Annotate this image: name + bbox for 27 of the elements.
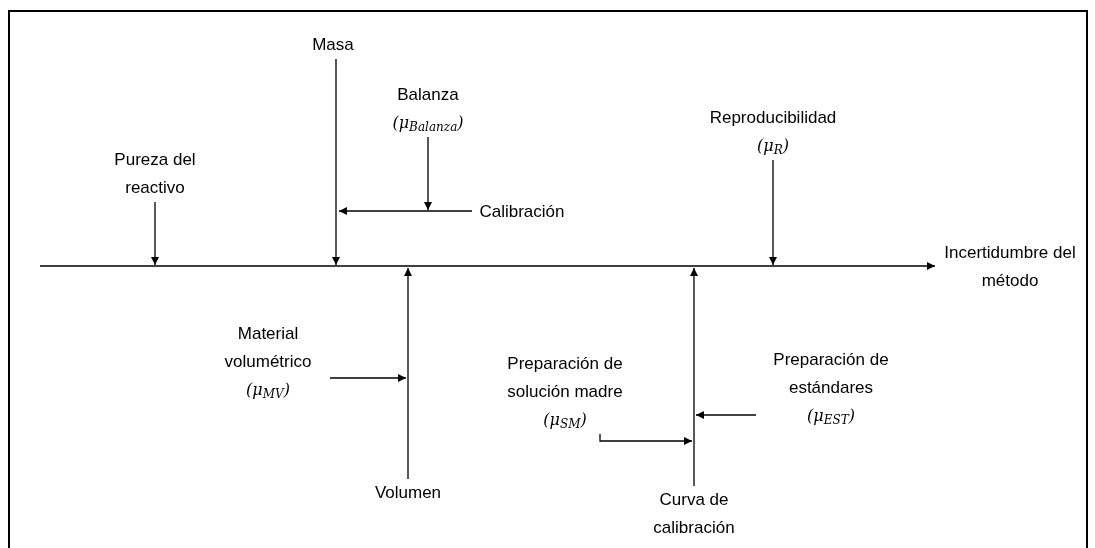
cause-label: Curva de calibración	[652, 489, 736, 539]
branch-arrow	[151, 201, 159, 266]
branch-arrow	[599, 433, 693, 445]
uncertainty-symbol: (μ$_{MV}$)	[246, 379, 290, 403]
branch-arrow	[424, 136, 432, 211]
cause-label: Pureza del reactivo	[113, 149, 197, 199]
cause-label: Volumen	[374, 482, 442, 504]
branch-arrow	[695, 411, 757, 419]
cause-label: Balanza	[397, 84, 459, 106]
cause-label: Calibración	[479, 201, 565, 223]
cause-label: Material volumétrico	[223, 323, 313, 373]
branch-arrow	[338, 207, 473, 215]
branch-arrow	[690, 267, 698, 487]
cause-label: Preparación de estándares	[772, 349, 890, 399]
branch-arrow	[329, 374, 407, 382]
cause-label: Reproducibilidad	[709, 107, 837, 129]
branch-arrow	[332, 58, 340, 266]
branch-arrow	[404, 267, 412, 480]
spine-arrow	[39, 262, 936, 270]
cause-label: Masa	[312, 34, 354, 56]
uncertainty-symbol: (μ$_{R}$)	[757, 135, 789, 159]
uncertainty-symbol: (μ$_{SM}$)	[543, 409, 587, 433]
cause-label: Incertidumbre del método	[943, 242, 1077, 292]
cause-label: Preparación de solución madre	[506, 353, 624, 403]
uncertainty-symbol: (μ$_{Balanza}$)	[392, 112, 464, 136]
branch-arrow	[769, 159, 777, 266]
uncertainty-symbol: (μ$_{EST}$)	[807, 405, 855, 429]
